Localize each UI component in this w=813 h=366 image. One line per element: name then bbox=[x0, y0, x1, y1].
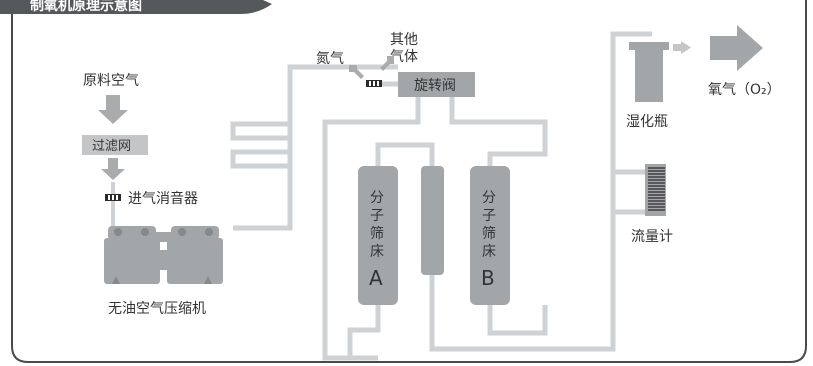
compressor-icon bbox=[104, 226, 223, 284]
other-gas-label-line2: 气体 bbox=[390, 49, 418, 65]
sieve-a-char-1: 子 bbox=[370, 208, 384, 224]
raw-air-label: 原料空气 bbox=[83, 73, 139, 89]
intake-muffler-icon bbox=[105, 182, 121, 228]
pipe-product-line bbox=[429, 209, 645, 352]
sieve-b-char-0: 分 bbox=[482, 190, 496, 206]
sieve-a-char-3: 床 bbox=[370, 244, 384, 260]
humidifier-icon bbox=[629, 42, 669, 102]
filter-label: 过滤网 bbox=[92, 139, 131, 154]
pipe-sieve-b-bottom bbox=[487, 305, 548, 336]
sieve-a-char-0: 分 bbox=[370, 190, 384, 206]
exhaust-muffler-icon bbox=[366, 80, 382, 87]
sieve-a-letter: A bbox=[369, 266, 383, 290]
rotary-valve-box bbox=[398, 72, 475, 97]
sieve-b-letter: B bbox=[481, 266, 495, 290]
flowmeter-label: 流量计 bbox=[631, 229, 673, 245]
flowmeter-icon bbox=[645, 164, 666, 216]
sieve-bed-a: 分 子 筛 床 A bbox=[358, 166, 398, 305]
diagram-frame bbox=[11, 0, 807, 363]
intake-muffler-label: 进气消音器 bbox=[128, 190, 198, 207]
arrow-right-icon bbox=[710, 25, 763, 71]
compressor-label: 无油空气压缩机 bbox=[108, 301, 206, 317]
sieve-b-char-1: 子 bbox=[482, 208, 496, 224]
pipe-sieve-a-bottom bbox=[347, 305, 381, 358]
nitrogen-label: 氮气 bbox=[316, 51, 344, 67]
filter-box bbox=[82, 135, 148, 155]
pipe-sieve-a-top bbox=[375, 142, 435, 166]
humidifier-label: 湿化瓶 bbox=[626, 114, 668, 130]
pipe-manifold-fins bbox=[230, 121, 293, 169]
arrow-down-icon bbox=[98, 95, 128, 124]
sieve-bed-b: 分 子 筛 床 B bbox=[470, 166, 510, 305]
title-tab: 制氧机原理示意图 bbox=[0, 0, 272, 14]
pipe-valve-to-sieve-a bbox=[322, 97, 421, 361]
pipe-network bbox=[230, 31, 652, 361]
sieve-a-char-2: 筛 bbox=[370, 226, 384, 242]
arrow-up-left-icon bbox=[349, 65, 364, 79]
arrow-up-right-icon bbox=[380, 56, 394, 71]
arrow-down-icon bbox=[101, 158, 125, 180]
sieve-b-char-3: 床 bbox=[482, 244, 496, 260]
pipe-valve-to-sieve-b bbox=[449, 97, 548, 166]
rotary-valve-label: 旋转阀 bbox=[414, 78, 456, 94]
other-gas-label-line1: 其他 bbox=[390, 32, 418, 48]
oxygen-label: 氧气（O₂） bbox=[708, 82, 781, 98]
pipe-to-humidifier bbox=[610, 31, 652, 212]
page-title: 制氧机原理示意图 bbox=[30, 0, 142, 14]
sieve-b-char-2: 筛 bbox=[482, 226, 496, 242]
arrow-right-icon bbox=[673, 41, 691, 54]
center-column bbox=[421, 166, 444, 275]
